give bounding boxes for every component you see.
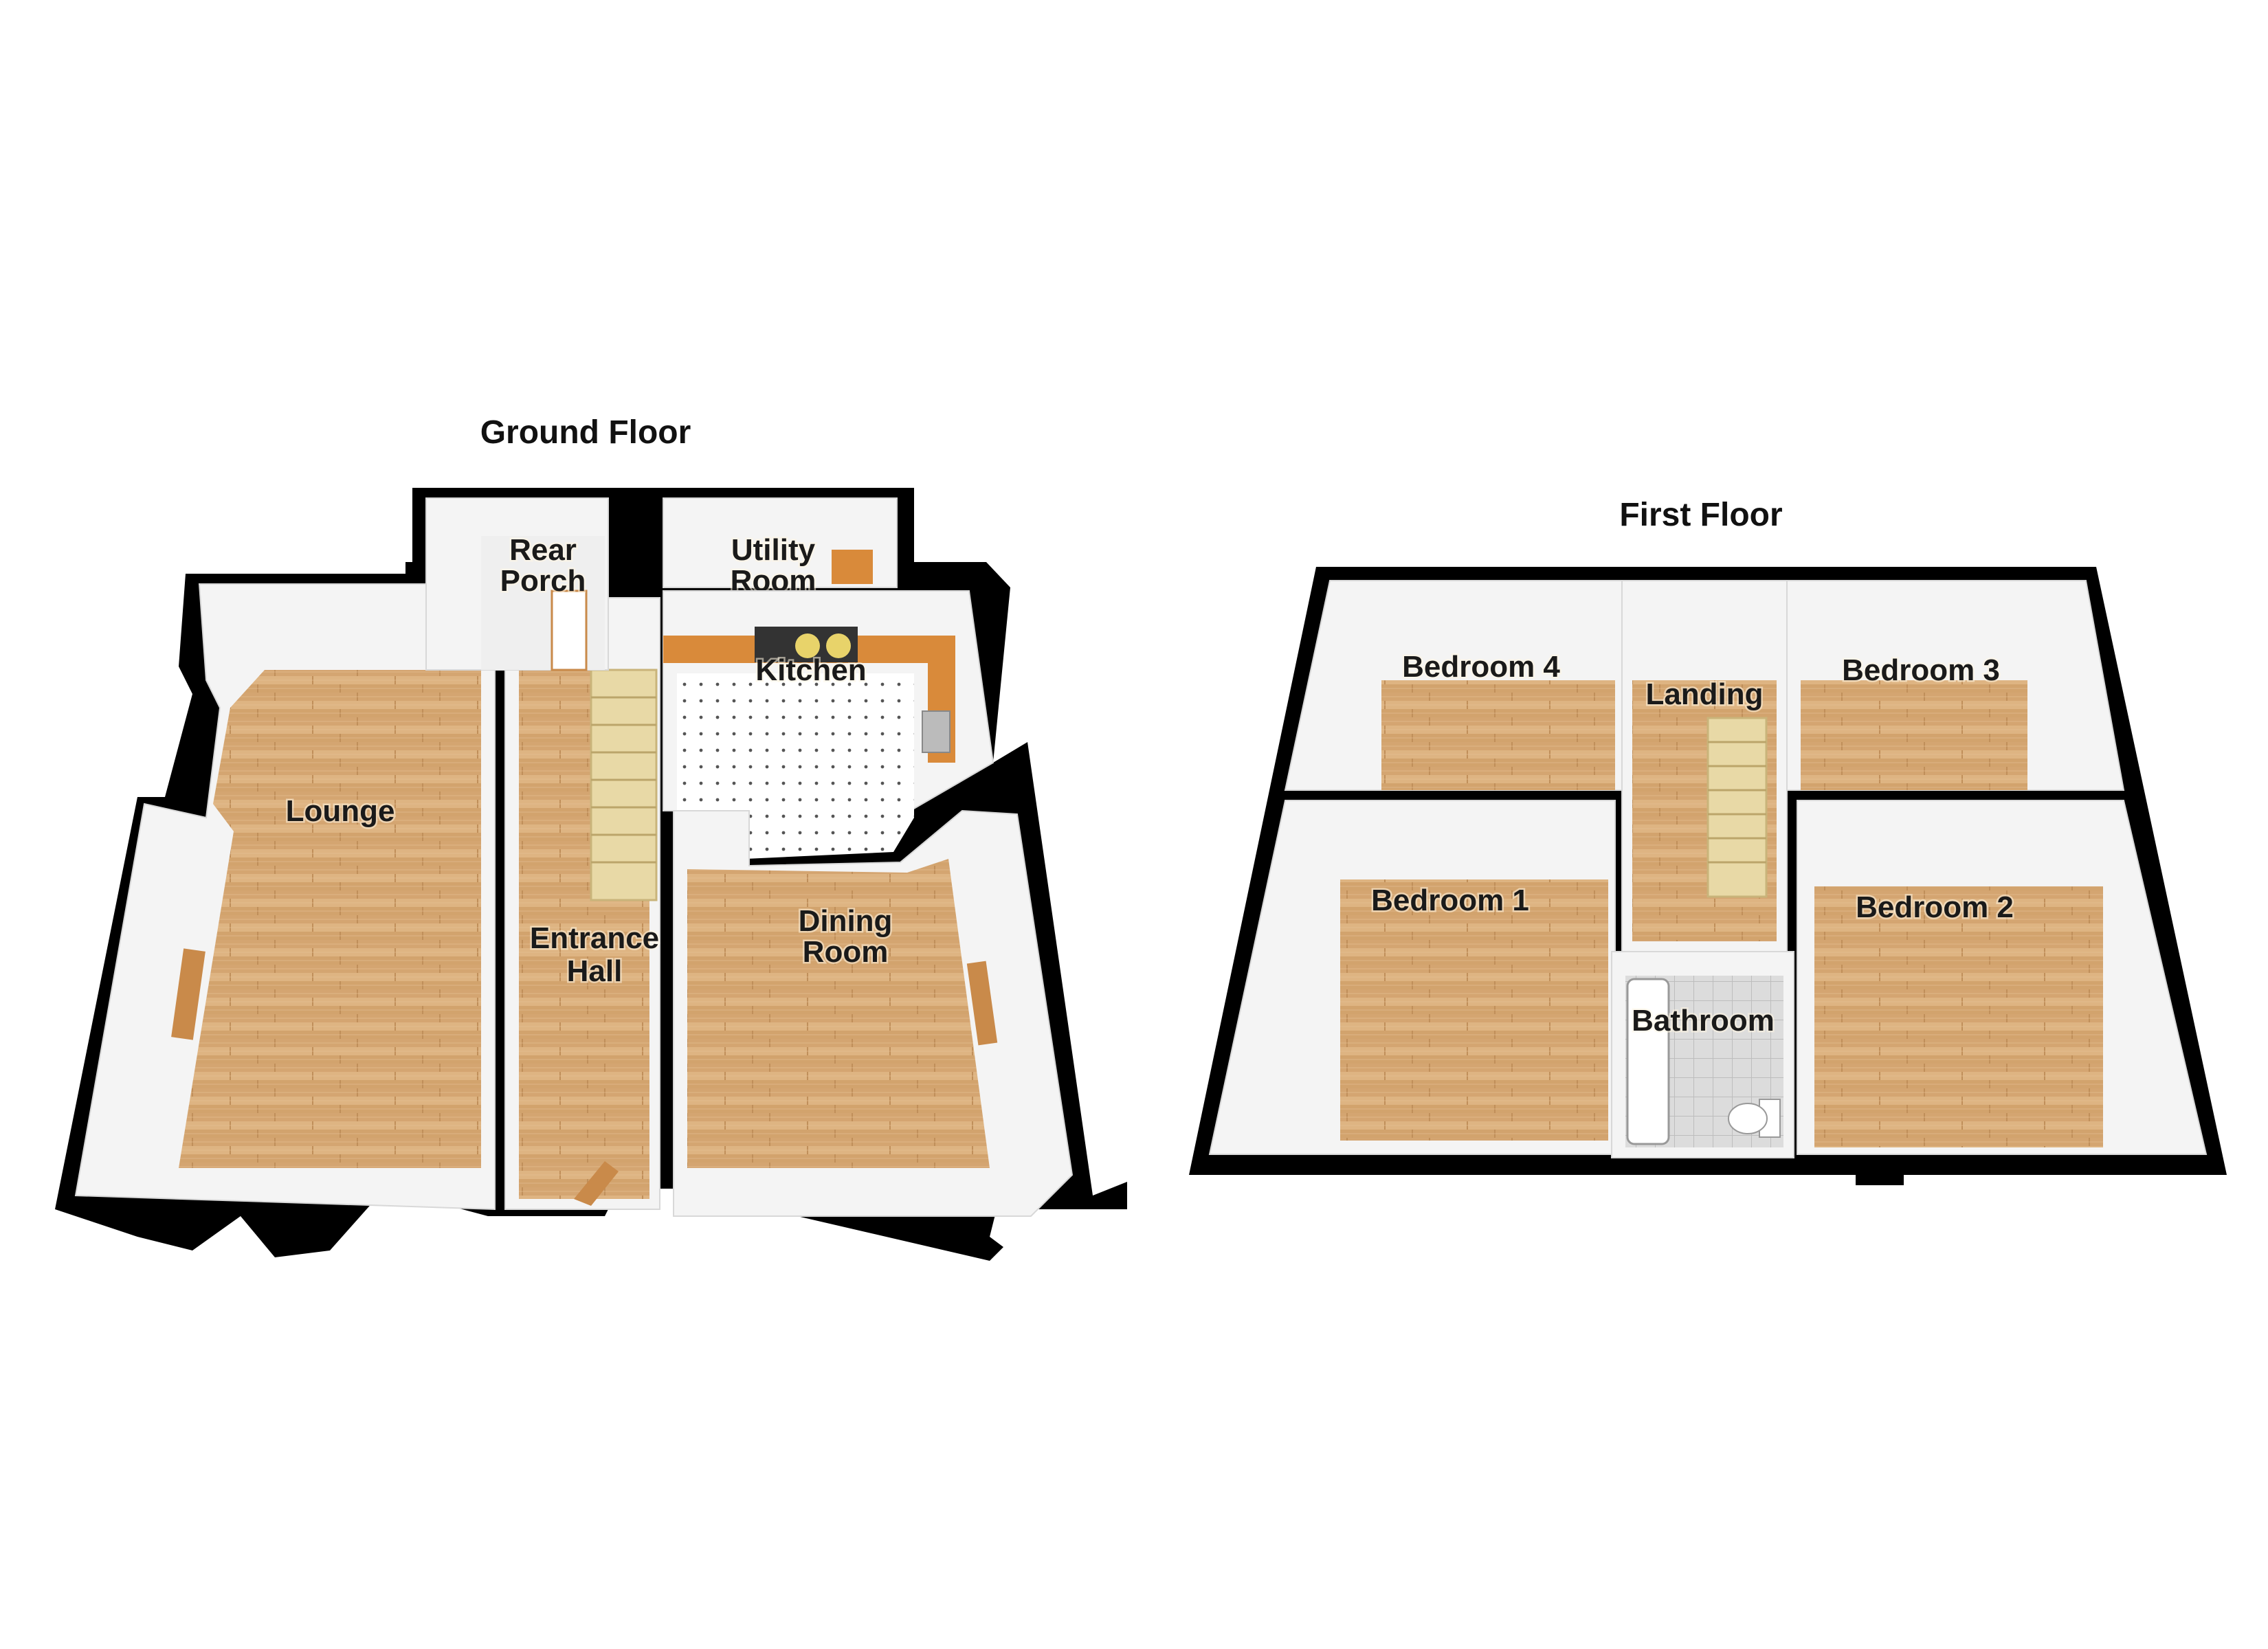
- room-rear-porch: Rear Porch: [425, 497, 609, 671]
- room-label-hall: Hall: [567, 954, 623, 988]
- room-bedroom-1: Bedroom 1: [1208, 800, 1616, 1155]
- room-bathroom: Bathroom: [1611, 951, 1794, 1158]
- room-landing: Landing: [1621, 580, 1788, 952]
- room-label-landing: Landing: [1645, 677, 1763, 711]
- room-dining: Dining Room: [673, 809, 1074, 1217]
- room-bedroom-4: Bedroom 4: [1284, 580, 1623, 791]
- room-bedroom-2: Bedroom 2: [1797, 800, 2208, 1155]
- room-utility: Utility Room: [663, 497, 898, 600]
- first-floor: First Floor Bedroom 4 Landing Bedroom 3: [1189, 497, 2227, 1185]
- bathtub-icon: [1626, 978, 1670, 1145]
- room-label-kitchen: Kitchen: [755, 653, 866, 687]
- room-label-dining: Dining: [799, 904, 893, 938]
- rear-door-icon[interactable]: [551, 590, 588, 671]
- room-label-lounge: Lounge: [286, 794, 395, 828]
- room-label-bedroom-1: Bedroom 1: [1371, 884, 1529, 917]
- ground-floor: Ground Floor Lounge Entrance Hall: [55, 414, 1127, 1261]
- room-label-utility: Utility: [731, 533, 816, 567]
- fireplace-icon: [966, 961, 998, 1046]
- room-lounge: Lounge: [74, 583, 496, 1211]
- first-floor-title: First Floor: [1619, 497, 1782, 533]
- room-label-porch: Porch: [500, 564, 586, 598]
- room-label-bedroom-2: Bedroom 2: [1856, 890, 2014, 924]
- room-label-entrance: Entrance: [530, 921, 659, 955]
- room-label-bathroom: Bathroom: [1632, 1004, 1775, 1037]
- hob-icon: [755, 627, 858, 662]
- fireplace-icon: [171, 948, 205, 1040]
- room-label-bedroom-3: Bedroom 3: [1842, 653, 2000, 687]
- room-kitchen: Kitchen: [663, 590, 994, 859]
- staircase-icon: [590, 669, 658, 901]
- staircase-icon: [1706, 717, 1768, 898]
- toilet-icon: [1728, 1099, 1781, 1138]
- room-bedroom-3: Bedroom 3: [1786, 580, 2125, 791]
- room-label-bedroom-4: Bedroom 4: [1402, 650, 1560, 684]
- room-entrance-hall: Entrance Hall: [504, 597, 661, 1210]
- ground-floor-title: Ground Floor: [480, 414, 691, 451]
- sink-icon: [922, 710, 950, 753]
- room-label-dining-room: Room: [803, 935, 889, 969]
- room-label-rear: Rear: [509, 533, 577, 567]
- front-door-icon[interactable]: [574, 1161, 619, 1206]
